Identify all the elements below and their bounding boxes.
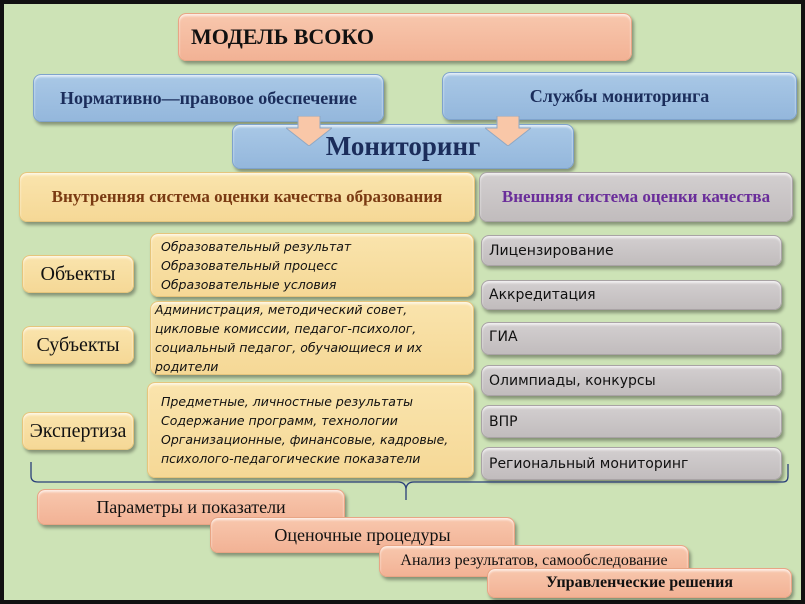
external-item: ВПР — [481, 405, 782, 438]
detail-line: Образовательный результат — [161, 238, 352, 254]
step-decisions-text: Управленческие решения — [546, 574, 733, 591]
monitoring-services-box: Службы мониторинга — [442, 72, 797, 120]
detail-line: Образовательный процесс — [161, 257, 338, 273]
title-text: МОДЕЛЬ ВСОКО — [191, 24, 374, 49]
monitoring-services-text: Службы мониторинга — [529, 85, 710, 106]
subjects-detail: Администрация, методический совет, цикло… — [150, 301, 474, 375]
external-system-heading: Внешняя система оценки качества — [479, 172, 793, 222]
detail-line: социальный педагог, обучающиеся и их — [155, 340, 423, 355]
objects-detail: Образовательный результат Образовательны… — [150, 233, 474, 297]
external-item: Олимпиады, конкурсы — [481, 365, 782, 396]
detail-line: психолого-педагогические показатели — [161, 451, 421, 466]
step-parameters-text: Параметры и показатели — [96, 496, 286, 517]
subjects-label-text: Субъекты — [36, 333, 120, 356]
detail-line: Содержание программ, технологии — [161, 413, 398, 428]
subjects-label: Субъекты — [22, 326, 134, 364]
external-item-text: ГИА — [489, 329, 518, 345]
external-item: ГИА — [481, 322, 782, 355]
step-analysis-text: Анализ результатов, самообследование — [400, 552, 668, 569]
external-item: Лицензирование — [481, 235, 782, 266]
step-procedures-text: Оценочные процедуры — [274, 524, 451, 545]
expertise-detail: Предметные, личностные результаты Содерж… — [147, 382, 474, 478]
monitoring-text: Мониторинг — [325, 131, 481, 161]
legal-support-box: Нормативно—правовое обеспечение — [33, 74, 384, 122]
brace-icon — [30, 462, 789, 500]
external-item-text: ВПР — [489, 413, 518, 430]
title-box: МОДЕЛЬ ВСОКО — [178, 13, 632, 61]
detail-line: Организационные, финансовые, кадровые, — [161, 432, 449, 447]
external-system-heading-text: Внешняя система оценки качества — [501, 187, 771, 206]
detail-line: Предметные, личностные результаты — [161, 394, 414, 409]
internal-system-heading: Внутренняя система оценки качества образ… — [19, 172, 475, 222]
detail-line: цикловые комиссии, педагог-психолог, — [155, 321, 417, 336]
expertise-label-text: Экспертиза — [29, 419, 127, 442]
internal-system-heading-text: Внутренняя система оценки качества образ… — [51, 187, 443, 206]
objects-label-text: Объекты — [40, 262, 116, 285]
external-item-text: Региональный мониторинг — [489, 455, 689, 472]
detail-line: родители — [155, 359, 219, 374]
diagram-canvas: МОДЕЛЬ ВСОКО Нормативно—правовое обеспеч… — [4, 4, 801, 600]
down-arrow-left-icon — [286, 116, 332, 146]
step-decisions: Управленческие решения — [487, 568, 792, 598]
detail-line: Администрация, методический совет, — [155, 302, 408, 317]
external-item-text: Лицензирование — [489, 242, 614, 259]
external-item: Аккредитация — [481, 280, 782, 310]
down-arrow-right-icon — [485, 116, 531, 146]
step-parameters: Параметры и показатели — [37, 489, 345, 525]
detail-line: Образовательные условия — [161, 276, 337, 292]
legal-support-text: Нормативно—правовое обеспечение — [59, 87, 358, 108]
external-item-text: Аккредитация — [489, 287, 596, 303]
expertise-label: Экспертиза — [22, 412, 134, 450]
external-item-text: Олимпиады, конкурсы — [489, 372, 656, 389]
objects-label: Объекты — [22, 255, 134, 293]
step-procedures: Оценочные процедуры — [210, 517, 515, 553]
external-item: Региональный мониторинг — [481, 447, 782, 480]
